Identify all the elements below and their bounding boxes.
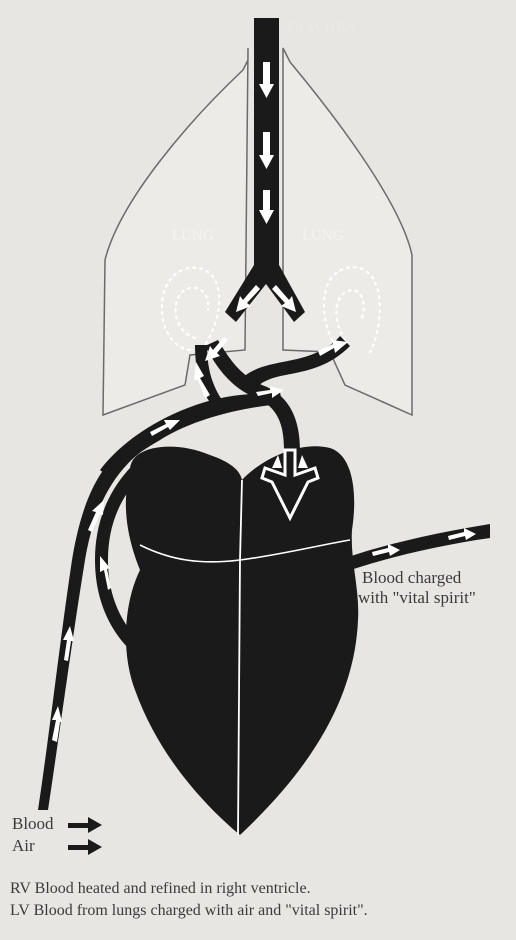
blood-charged-label-line2: with "vital spirit"	[358, 588, 476, 608]
trachea-label: TRACHEA	[285, 20, 356, 37]
lung-right-label: LUNG	[302, 228, 344, 245]
blood-charged-label-line1: Blood charged	[362, 568, 461, 588]
legend-blood-arrow-icon	[68, 817, 102, 833]
legend-air-label: Air	[12, 836, 35, 856]
lung-left-label: LUNG	[172, 228, 214, 245]
legend-blood-label: Blood	[12, 814, 54, 834]
caption-rv: RV Blood heated and refined in right ven…	[10, 880, 311, 898]
caption-lv: LV Blood from lungs charged with air and…	[10, 902, 368, 920]
legend-air-arrow-icon	[68, 839, 102, 855]
